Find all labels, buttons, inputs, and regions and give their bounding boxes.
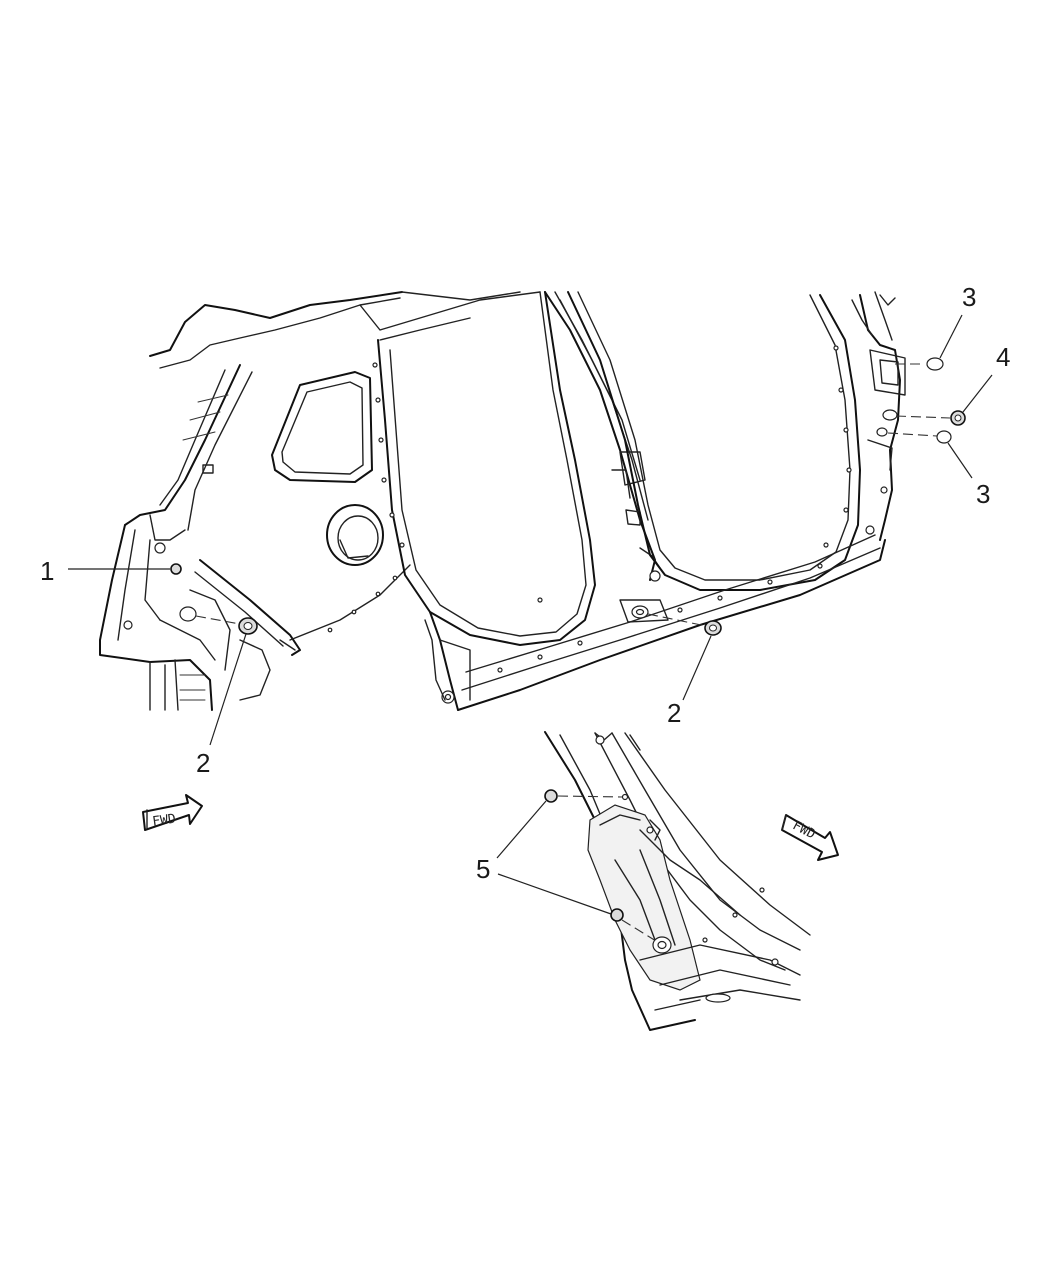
part-5-plugs	[496, 789, 672, 954]
detail-view-pillar	[544, 731, 811, 1031]
part-3-lower-plug	[887, 430, 973, 479]
part-4-plug	[895, 374, 993, 426]
callout-2-sill: 2	[667, 698, 681, 728]
part-1-plug	[68, 563, 182, 575]
callout-3-lower: 3	[976, 479, 990, 509]
callout-4: 4	[996, 342, 1010, 372]
callout-2-rear: 2	[196, 748, 210, 778]
part-3-upper-plug	[895, 314, 963, 371]
fwd-arrow-right: FWD	[781, 814, 839, 861]
callout-5: 5	[476, 854, 490, 884]
fwd-label-left: FWD	[151, 812, 177, 830]
fwd-arrow-left: FWD	[142, 794, 203, 831]
sill-holes	[497, 563, 823, 673]
callout-1: 1	[40, 556, 54, 586]
part-2-rear-plug	[179, 606, 258, 746]
body-side-panel	[99, 291, 906, 711]
part-2-sill-plug	[647, 613, 722, 701]
fwd-label-right: FWD	[790, 818, 818, 842]
door-opening-holes	[372, 362, 543, 603]
callout-3-upper: 3	[962, 282, 976, 312]
